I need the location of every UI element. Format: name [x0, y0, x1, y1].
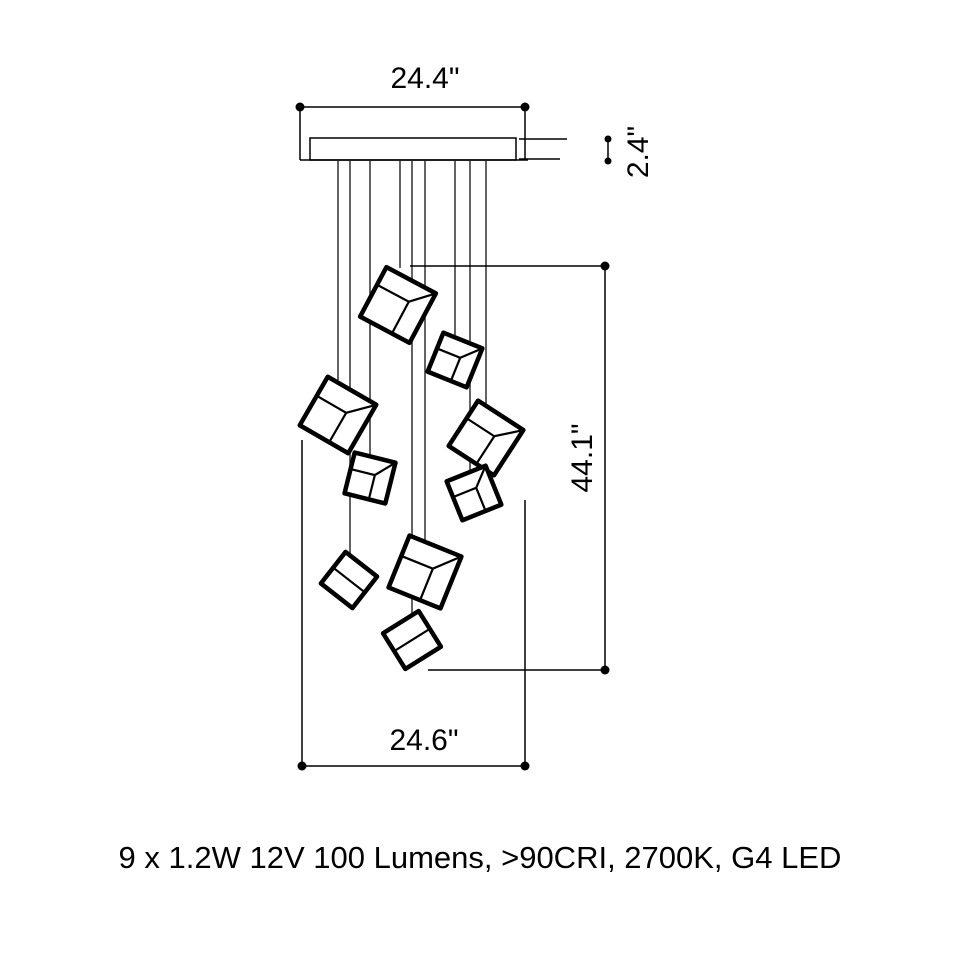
- pendant-cube: [318, 549, 380, 611]
- pendant-cube: [386, 533, 464, 611]
- top-width-label: 24.4": [390, 62, 459, 95]
- pendant-cube: [425, 330, 485, 390]
- pendant-cube: [357, 264, 439, 346]
- canopy: [300, 137, 528, 161]
- canopy-height-dimension: 2.4": [519, 126, 655, 178]
- bottom-width-label: 24.6": [389, 724, 458, 757]
- pendant-cube: [342, 450, 398, 506]
- pendant-cube: [380, 608, 444, 672]
- pendant-cube: [446, 398, 526, 478]
- bottom-width-dimension: 24.6": [297, 440, 530, 771]
- top-width-dimension: 24.4": [295, 62, 530, 160]
- canopy-height-label: 2.4": [622, 126, 655, 178]
- pendant-cube: [444, 463, 504, 523]
- spec-text: 9 x 1.2W 12V 100 Lumens, >90CRI, 2700K, …: [118, 840, 842, 875]
- drop-height-dimension: 44.1": [410, 261, 610, 675]
- pendant-cube: [297, 374, 379, 456]
- drop-height-label: 44.1": [566, 423, 599, 492]
